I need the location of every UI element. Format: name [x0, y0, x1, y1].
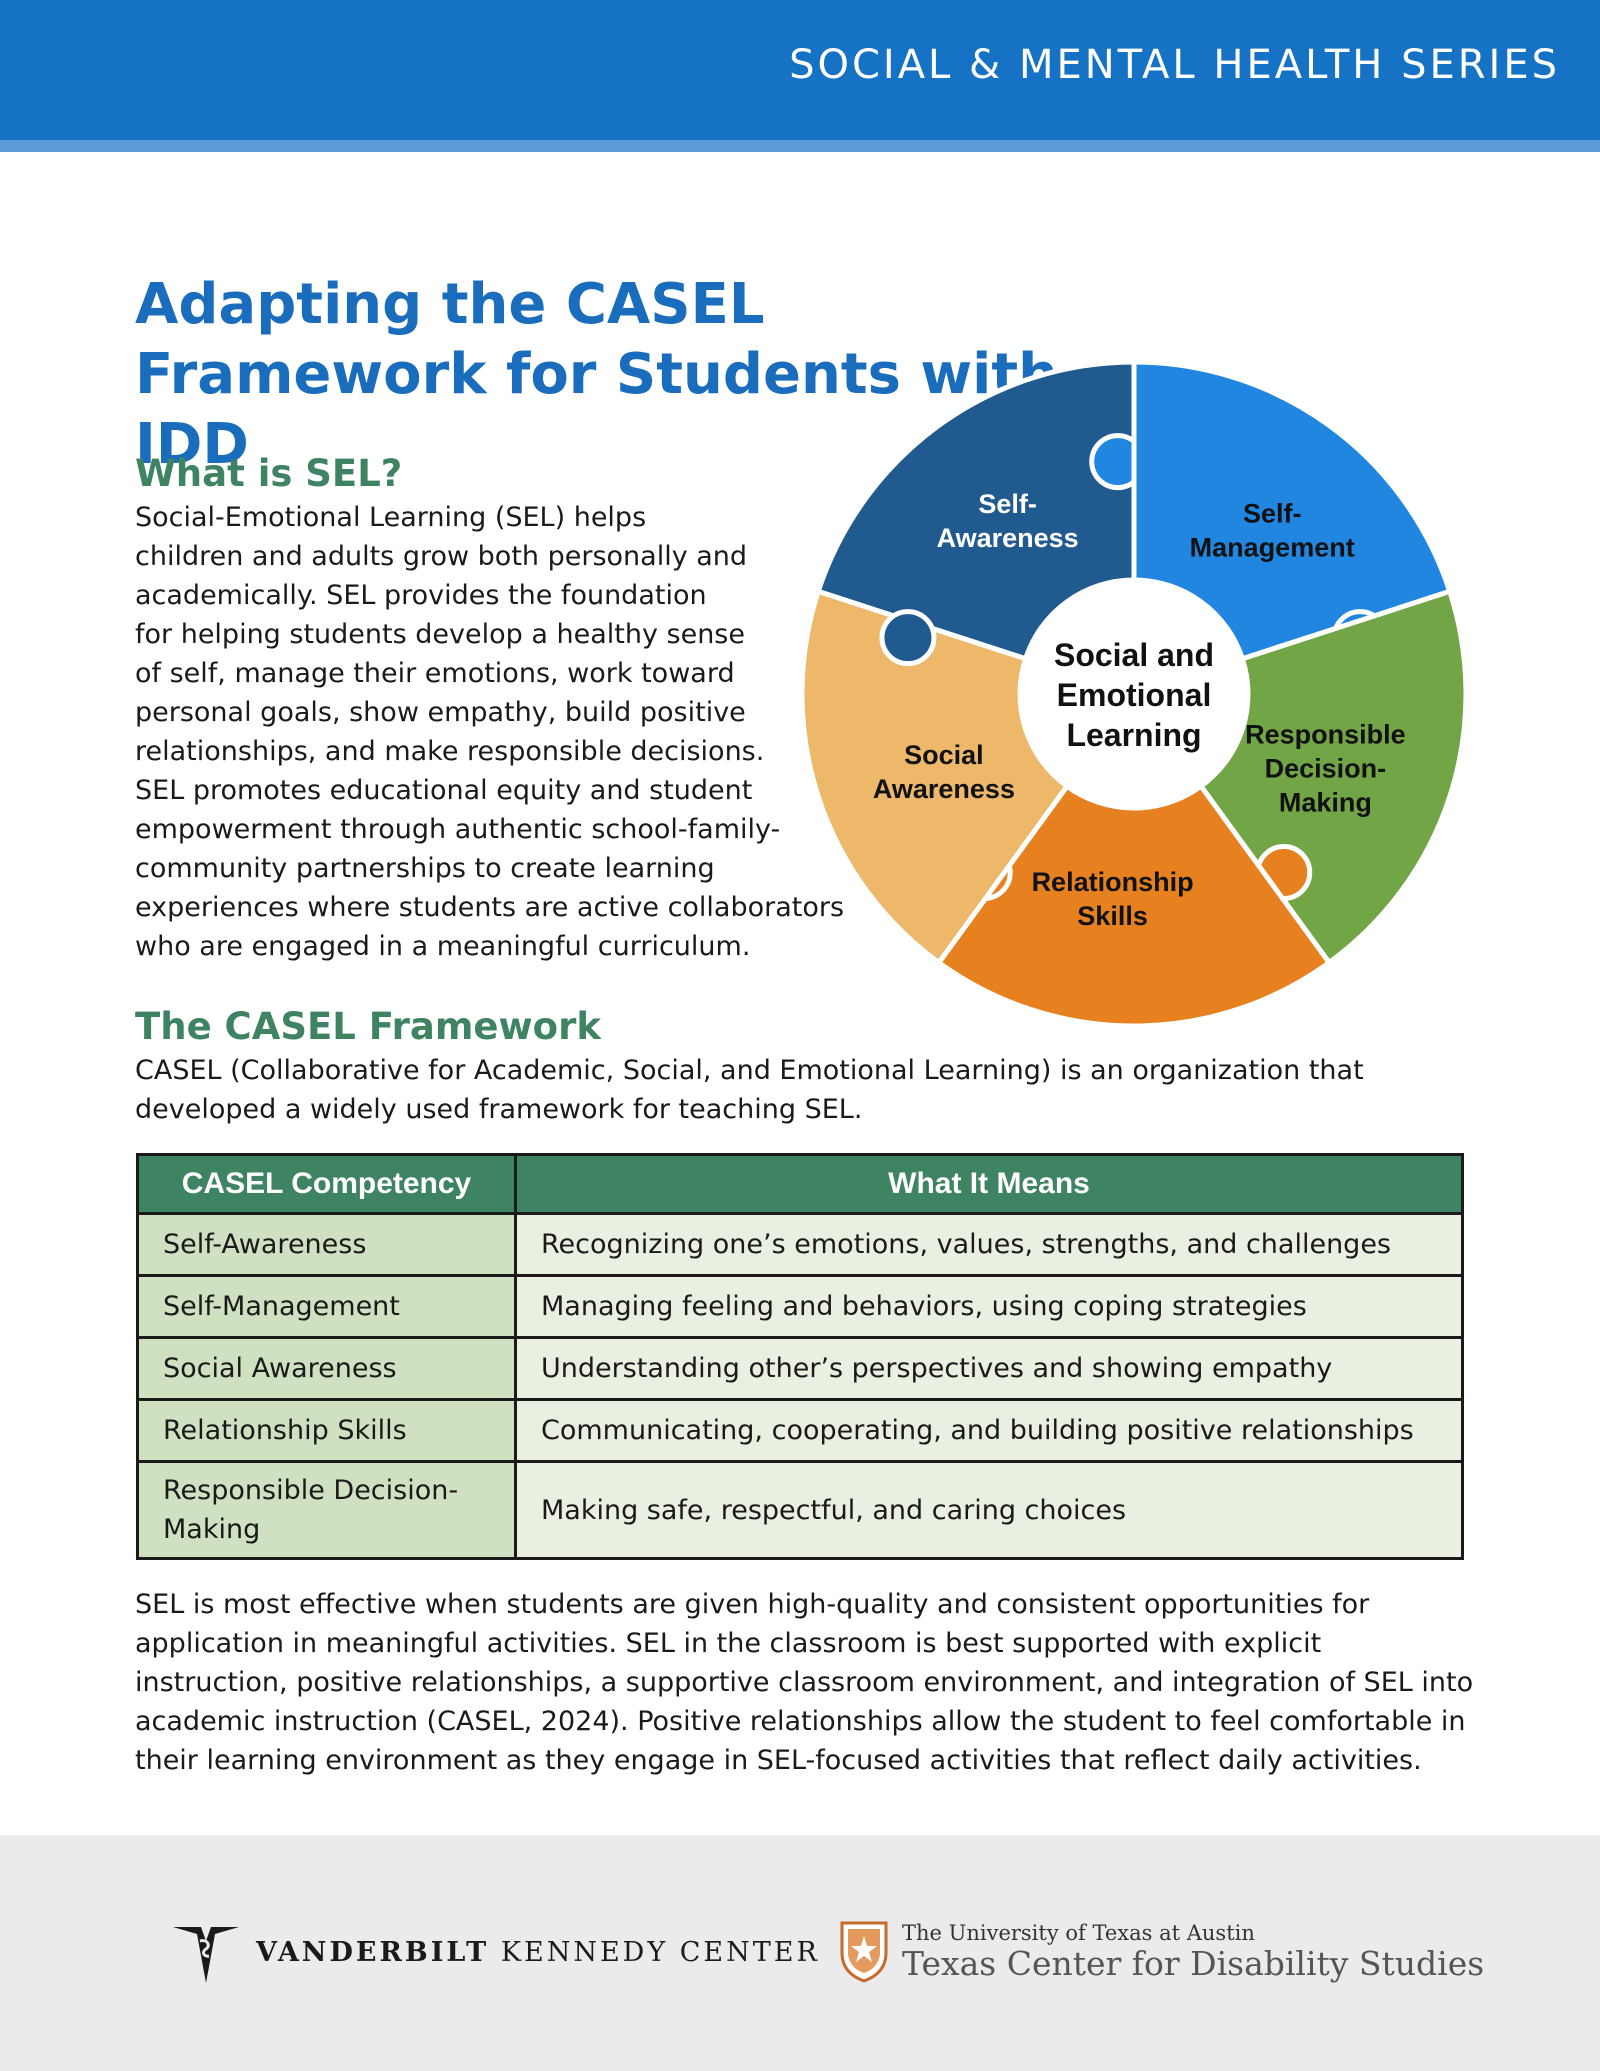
puzzle-label-self-management: Self- [1243, 498, 1302, 528]
table-row: Social Awareness Understanding other’s p… [136, 1336, 1464, 1401]
paragraph-line: SEL promotes educational equity and stud… [135, 775, 753, 806]
meaning-cell: Understanding other’s perspectives and s… [514, 1336, 1464, 1401]
puzzle-label-self-awareness: Awareness [937, 523, 1079, 553]
meaning-cell: Communicating, cooperating, and building… [514, 1398, 1464, 1463]
puzzle-label-responsible-decision-making: Making [1279, 787, 1372, 817]
meaning-cell: Making safe, respectful, and caring choi… [514, 1460, 1464, 1560]
vanderbilt-kennedy-center-wordmark: VANDERBILT KENNEDY CENTER [256, 1937, 820, 1968]
center-label-line: Social and [1054, 637, 1214, 673]
table-row: Responsible Decision-Making Making safe,… [136, 1460, 1464, 1560]
center-label-line: Emotional [1057, 677, 1212, 713]
series-title: SOCIAL & MENTAL HEALTH SERIES [789, 42, 1560, 88]
paragraph-line: relationships, and make responsible deci… [135, 736, 765, 767]
paragraph-line: academically. SEL provides the foundatio… [135, 580, 707, 611]
meaning-cell: Managing feeling and behaviors, using co… [514, 1274, 1464, 1339]
table-row: Self-Awareness Recognizing one’s emotion… [136, 1212, 1464, 1277]
paragraph-line: experiences where students are active co… [135, 892, 845, 923]
paragraph-line: personal goals, show empathy, build posi… [135, 697, 746, 728]
table-row: Relationship Skills Communicating, coope… [136, 1398, 1464, 1463]
paragraph-line: of self, manage their emotions, work tow… [135, 658, 735, 689]
puzzle-label-relationship-skills: Skills [1077, 901, 1148, 931]
ut-austin-seal-icon [840, 1921, 888, 1983]
competency-cell: Self-Awareness [136, 1212, 517, 1277]
table-row: Self-Management Managing feeling and beh… [136, 1274, 1464, 1339]
center-label-line: Learning [1066, 717, 1201, 753]
kennedy-center-text: KENNEDY CENTER [500, 1937, 820, 1968]
header-band: SOCIAL & MENTAL HEALTH SERIES [0, 0, 1600, 140]
what-is-sel-heading: What is SEL? [135, 452, 403, 495]
puzzle-label-social-awareness: Awareness [873, 774, 1015, 804]
puzzle-label-relationship-skills: Relationship [1032, 867, 1194, 897]
tcds-text: Texas Center for Disability Studies [902, 1944, 1485, 1983]
casel-intro-paragraph: CASEL (Collaborative for Academic, Socia… [135, 1055, 1364, 1125]
puzzle-tab [879, 609, 937, 667]
paragraph-line: Social-Emotional Learning (SEL) helps [135, 502, 647, 533]
puzzle-label-self-management: Management [1190, 532, 1355, 562]
vanderbilt-text: VANDERBILT [256, 1937, 490, 1968]
paragraph-line: who are engaged in a meaningful curricul… [135, 931, 751, 962]
puzzle-label-self-awareness: Self- [978, 489, 1037, 519]
column-header-competency: CASEL Competency [136, 1153, 517, 1215]
header-stripe [0, 140, 1600, 152]
paragraph-line: children and adults grow both personally… [135, 541, 748, 572]
competency-cell: Responsible Decision-Making [136, 1460, 517, 1560]
what-is-sel-paragraph: Social-Emotional Learning (SEL) helps ch… [135, 498, 845, 966]
casel-framework-heading: The CASEL Framework [135, 1005, 601, 1048]
closing-paragraph: SEL is most effective when students are … [135, 1589, 1474, 1776]
casel-competency-table: CASEL Competency What It Means Self-Awar… [136, 1153, 1464, 1560]
ut-austin-text: The University of Texas at Austin [902, 1921, 1255, 1945]
competency-cell: Self-Management [136, 1274, 517, 1339]
center-circle [1020, 580, 1248, 808]
competency-cell: Social Awareness [136, 1336, 517, 1401]
puzzle-label-responsible-decision-making: Responsible [1245, 719, 1406, 749]
competency-cell: Relationship Skills [136, 1398, 517, 1463]
page-title: Adapting the CASEL Framework for Student… [135, 272, 1058, 477]
puzzle-label-responsible-decision-making: Decision- [1265, 753, 1387, 783]
paragraph-line: for helping students develop a healthy s… [135, 619, 745, 650]
vanderbilt-v-logo-icon [173, 1927, 239, 1983]
sel-puzzle-diagram: Self- Awareness Self- ManagementResponsible… [799, 359, 1469, 1029]
paragraph-line: community partnerships to create learnin… [135, 853, 715, 884]
puzzle-label-social-awareness: Social [904, 740, 984, 770]
table-header-row: CASEL Competency What It Means [136, 1153, 1464, 1215]
column-header-meaning: What It Means [514, 1153, 1464, 1215]
paragraph-line: empowerment through authentic school-fam… [135, 814, 781, 845]
footer: VANDERBILT KENNEDY CENTER The University… [0, 1835, 1600, 2071]
meaning-cell: Recognizing one’s emotions, values, stre… [514, 1212, 1464, 1277]
